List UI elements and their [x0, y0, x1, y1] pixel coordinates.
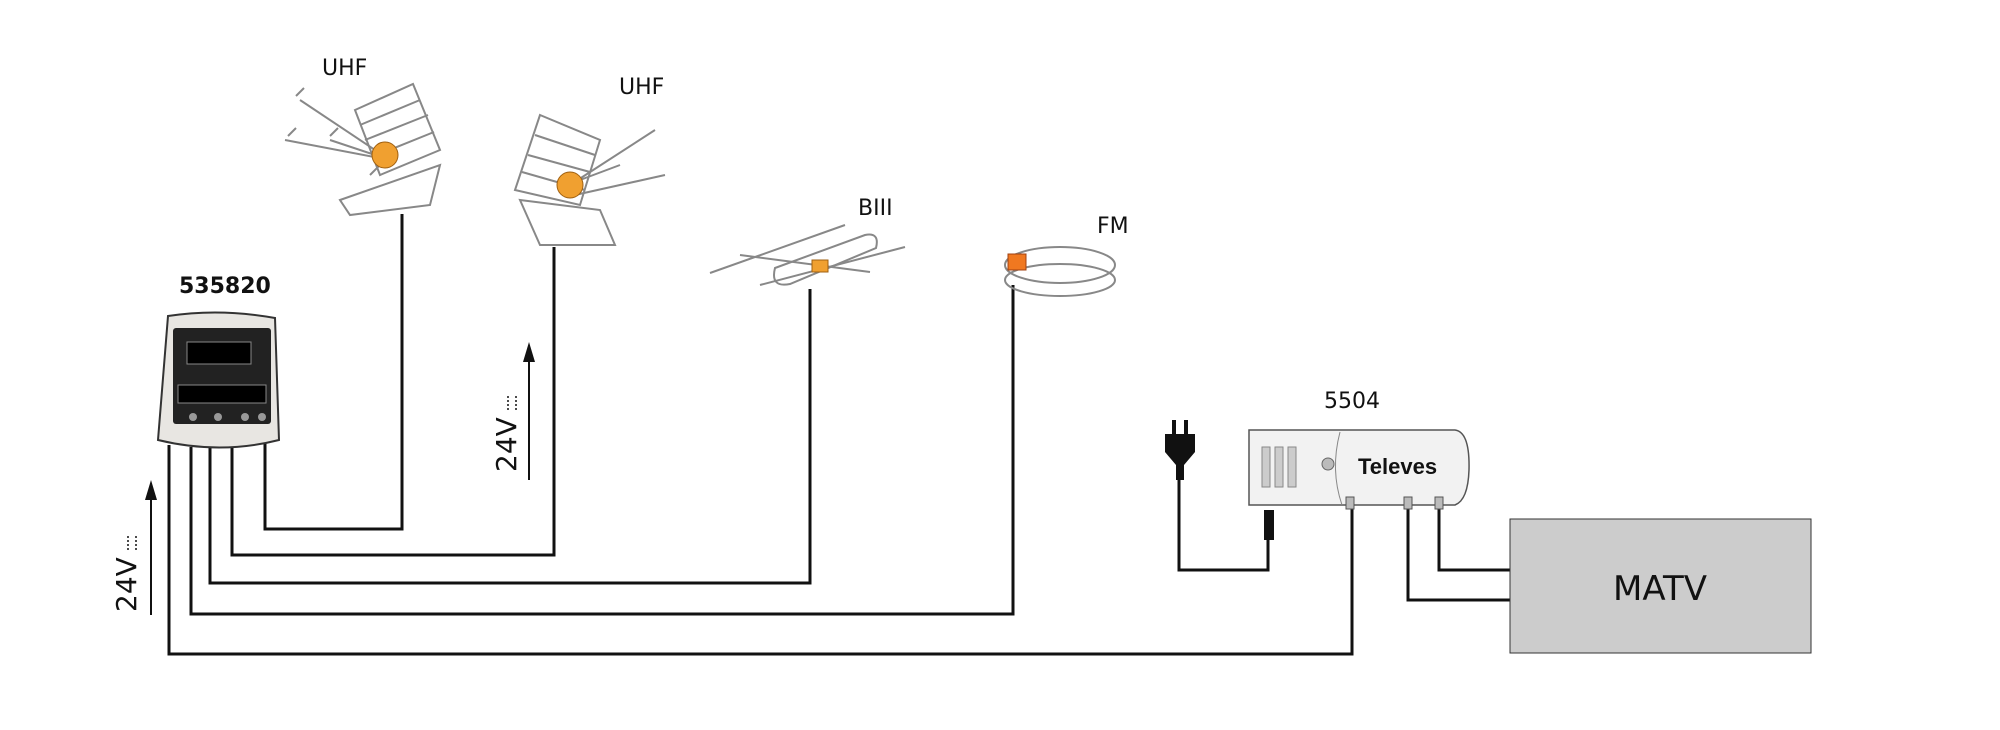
wire-amplifier-input: [167, 445, 1354, 656]
wire-matv-1: [1406, 505, 1510, 602]
wire-matv-2: [1437, 505, 1510, 572]
voltage-indicator-mid: 24V: [490, 342, 535, 480]
amplifier-model-label: 5504: [1324, 389, 1380, 414]
voltage-label-left: 24V: [110, 557, 143, 612]
voltage-indicator-left: 24V: [110, 480, 157, 615]
wire-fm: [189, 285, 1015, 616]
amplifier-5504: Televes 5504: [1248, 389, 1470, 510]
fm-label: FM: [1097, 214, 1129, 239]
biii-label: BIII: [858, 196, 893, 221]
power-plug-icon: [1165, 420, 1274, 540]
biii-antenna: BIII: [709, 196, 906, 286]
power-cord: [1177, 478, 1270, 572]
amplifier-brand-logo: Televes: [1358, 454, 1437, 479]
uhf-antenna-1: UHF: [284, 56, 442, 217]
arrow-up-icon: [523, 342, 535, 362]
uhf-antenna-2: UHF: [513, 75, 666, 246]
arrow-up-icon: [145, 480, 157, 500]
uhf-label-1: UHF: [322, 56, 367, 81]
wire-biii: [208, 289, 812, 585]
headend-535820: 535820: [156, 274, 281, 449]
matv-box: MATV: [1509, 518, 1812, 654]
uhf-label-2: UHF: [619, 75, 664, 100]
headend-model-label: 535820: [179, 274, 271, 299]
voltage-label-mid: 24V: [490, 417, 523, 472]
dc-symbol-icon: [127, 534, 137, 550]
fm-antenna: FM: [1004, 214, 1129, 297]
wire-uhf1: [263, 214, 404, 531]
dc-symbol-icon: [507, 394, 517, 410]
matv-label: MATV: [1613, 569, 1707, 609]
wire-uhf2: [230, 247, 556, 557]
